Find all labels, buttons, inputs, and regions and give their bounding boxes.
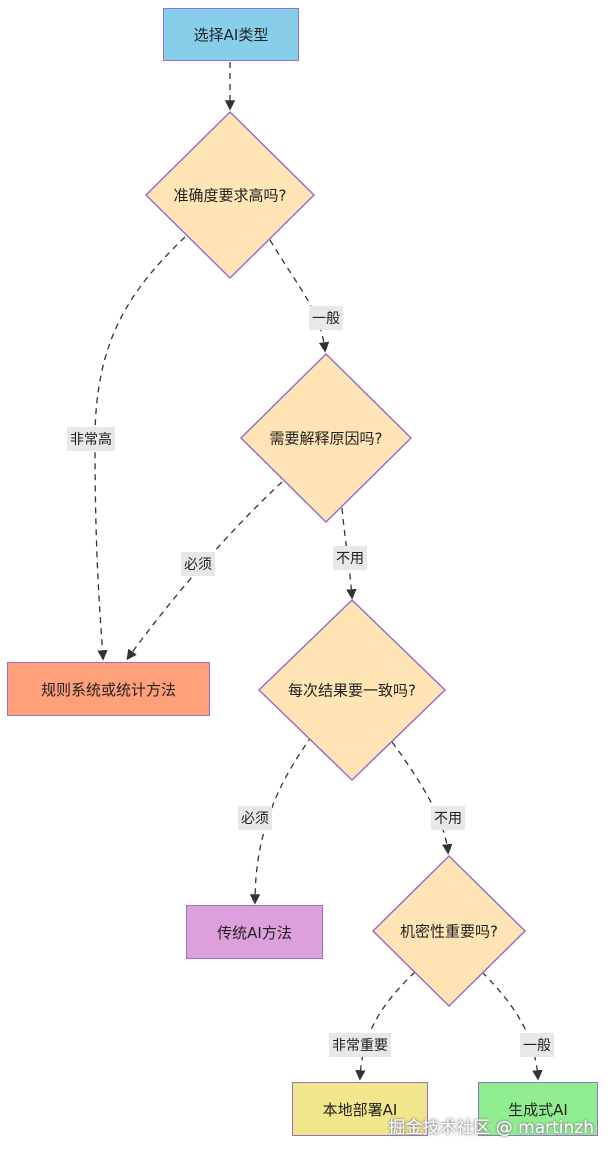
edge-label-not-needed-1: 不用	[333, 546, 367, 570]
edge-consistent-to-traditional	[249, 735, 313, 905]
decision-confidential-label: 机密性重要吗?	[400, 922, 498, 941]
edge-label-normal-2: 一般	[520, 1033, 554, 1057]
decision-consistent-label: 每次结果要一致吗?	[288, 681, 416, 700]
edge-label-must-2: 必须	[238, 806, 272, 830]
decision-explain-label: 需要解释原因吗?	[269, 429, 383, 448]
edge-label-very-high: 非常高	[67, 427, 115, 451]
edge-label-not-needed-2: 不用	[431, 806, 465, 830]
traditional-ai-node: 传统AI方法	[186, 905, 323, 959]
edge-label-normal-1: 一般	[309, 306, 343, 330]
edge-consistent-to-confidential	[391, 741, 453, 855]
decision-confidential-shape	[371, 854, 527, 1008]
edge-accuracy-to-rules	[94, 236, 186, 661]
decision-consistent-shape	[257, 598, 447, 782]
generative-ai-node: 生成式AI	[478, 1082, 598, 1136]
edge-label-very-important: 非常重要	[329, 1033, 391, 1057]
edge-confidential-to-local	[355, 971, 416, 1081]
rules-system-node: 规则系统或统计方法	[7, 662, 210, 716]
edge-accuracy-to-explain	[269, 239, 330, 353]
decision-explain-shape	[239, 352, 413, 524]
start-node: 选择AI类型	[163, 8, 299, 61]
watermark-text: 掘金技术社区 @ martinzh	[388, 1118, 594, 1138]
edge-label-must-1: 必须	[181, 552, 215, 576]
decision-accuracy-label: 准确度要求高吗?	[173, 186, 287, 205]
local-deploy-ai-node: 本地部署AI	[292, 1082, 428, 1136]
edge-explain-to-rules	[126, 481, 283, 661]
edge-confidential-to-generative	[481, 971, 543, 1081]
decision-accuracy-shape	[144, 110, 316, 280]
